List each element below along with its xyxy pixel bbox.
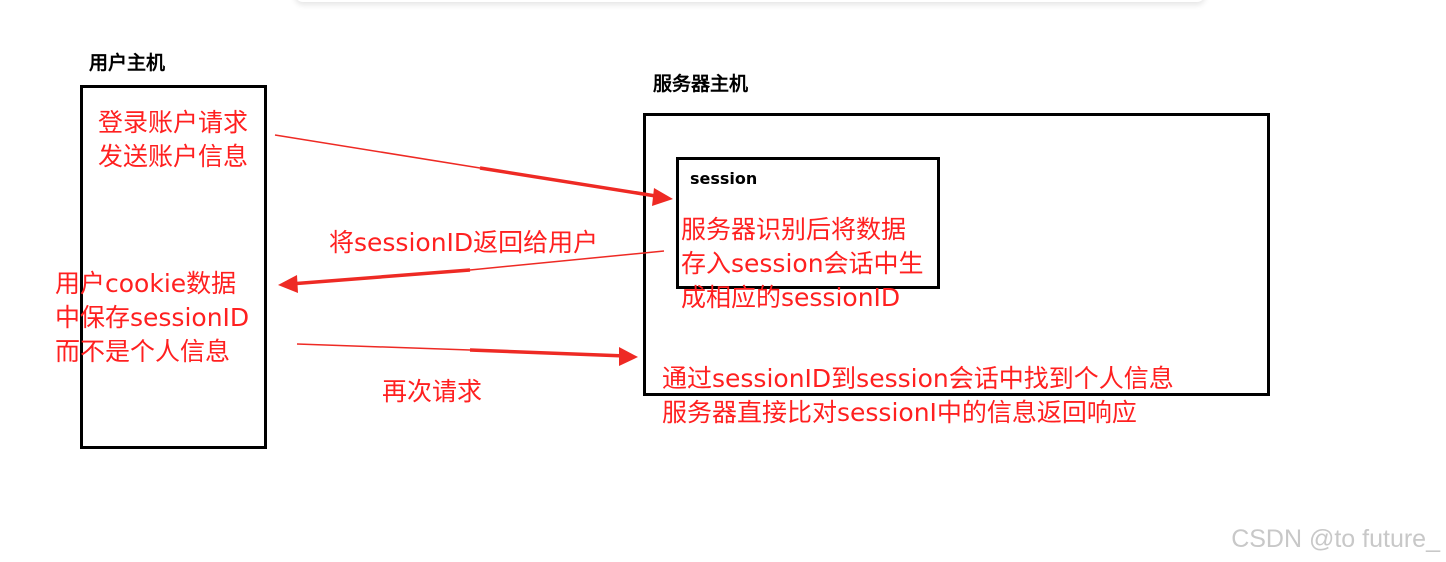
server-store-line: 服务器识别后将数据 [681,215,907,244]
return-sessionid-arrow [278,250,665,293]
request-again-label: 再次请求 [382,377,483,406]
client-request-line: 发送账户信息 [98,142,249,171]
client-request-text: 登录账户请求 发送账户信息 [98,106,248,174]
csdn-watermark: CSDN @to future_ [1231,525,1440,553]
client-cookie-text: 用户cookie数据 中保存sessionID 而不是个人信息 [55,267,249,369]
session-box [676,157,940,289]
server-host-box [643,113,1270,396]
client-host-title: 用户主机 [89,52,166,74]
client-host-box [80,85,267,449]
client-cookie-line: 而不是个人信息 [55,337,231,366]
server-lookup-line: 服务器直接比对sessionI中的信息返回响应 [662,398,1137,427]
top-toolbar-shadow [295,0,1205,2]
server-host-title: 服务器主机 [653,73,749,95]
server-store-line: 存入session会话中生 [681,249,924,278]
session-label: session [690,169,758,188]
client-request-line: 登录账户请求 [98,108,249,137]
return-sessionid-label: 将sessionID返回给用户 [329,228,599,257]
request-again-arrow [296,343,638,366]
client-cookie-line: 中保存sessionID [55,303,250,332]
server-store-line: 成相应的sessionID [681,283,901,312]
server-lookup-text: 通过sessionID到session会话中找到个人信息 服务器直接比对sess… [662,362,1174,430]
client-cookie-line: 用户cookie数据 [55,269,237,298]
server-lookup-line: 通过sessionID到session会话中找到个人信息 [662,364,1174,393]
login-request-arrow [274,134,673,206]
server-store-text: 服务器识别后将数据 存入session会话中生 成相应的sessionID [681,213,924,315]
